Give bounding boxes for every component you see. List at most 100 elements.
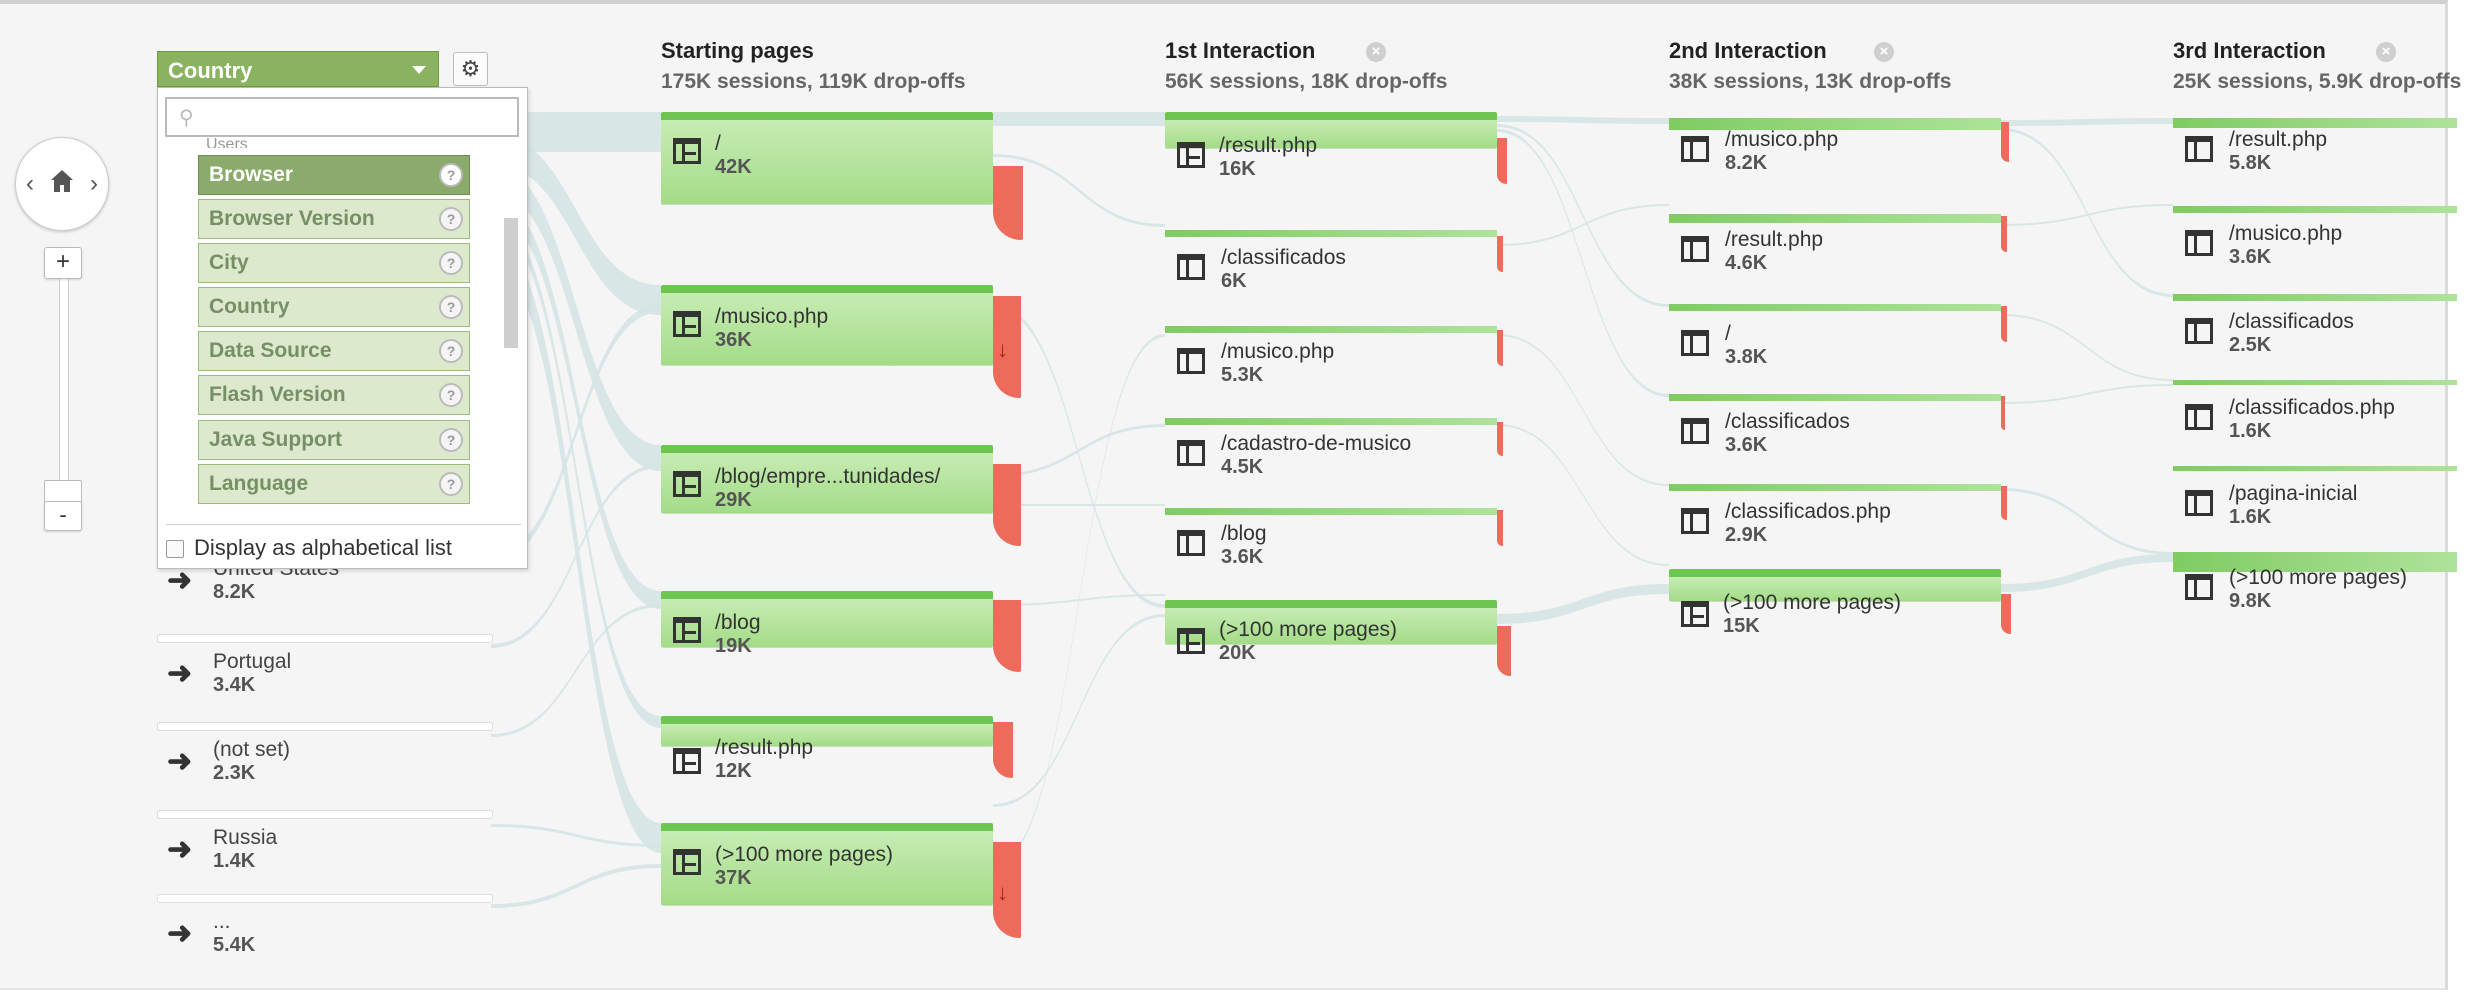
country-node[interactable]: ➜ (not set) 2.3K xyxy=(157,722,493,784)
page-icon xyxy=(673,311,701,337)
dropoff-bar[interactable] xyxy=(1497,422,1503,456)
interaction3-node[interactable]: (>100 more pages) 9.8K xyxy=(2173,552,2457,616)
country-node[interactable]: ➜ Portugal 3.4K xyxy=(157,634,493,696)
node-bar xyxy=(1669,118,2001,130)
page-icon xyxy=(1681,330,1709,356)
country-node[interactable]: ➜ ... 5.4K xyxy=(157,894,493,956)
dropoff-bar[interactable] xyxy=(993,464,1021,546)
option-browser-version[interactable]: Browser Version? xyxy=(198,199,470,239)
country-node[interactable]: ➜ Russia 1.4K xyxy=(157,810,493,872)
country-bar xyxy=(157,810,493,819)
interaction2-node[interactable]: / 3.8K xyxy=(1669,304,2001,372)
dimension-select[interactable]: Country xyxy=(157,51,439,87)
country-bar xyxy=(157,634,493,643)
option-city[interactable]: City? xyxy=(198,243,470,283)
help-icon[interactable]: ? xyxy=(439,428,463,452)
zoom-slider-handle[interactable] xyxy=(44,480,82,504)
zoom-out-button[interactable]: - xyxy=(44,501,82,531)
start-node[interactable]: /blog 19K xyxy=(661,591,993,657)
node-value: 15K xyxy=(1723,615,1760,637)
option-country[interactable]: Country? xyxy=(198,287,470,327)
close-icon[interactable]: × xyxy=(2376,42,2396,62)
option-language[interactable]: Language? xyxy=(198,464,470,504)
zoom-slider-track[interactable] xyxy=(59,276,69,498)
dropoff-bar[interactable] xyxy=(2001,216,2007,252)
interaction3-node[interactable]: /pagina-inicial 1.6K xyxy=(2173,466,2457,532)
node-label: (>100 more pages) xyxy=(1723,591,1902,614)
dropoff-bar[interactable] xyxy=(2001,122,2009,162)
dropoff-bar[interactable] xyxy=(2001,306,2007,342)
interaction2-node[interactable]: /result.php 4.6K xyxy=(1669,214,2001,278)
dropoff-bar[interactable] xyxy=(993,722,1013,778)
interaction3-node[interactable]: /classificados.php 1.6K xyxy=(2173,380,2457,446)
option-java-support[interactable]: Java Support? xyxy=(198,420,470,460)
dropoff-bar[interactable] xyxy=(1497,330,1503,366)
help-icon[interactable]: ? xyxy=(439,472,463,496)
help-icon[interactable]: ? xyxy=(439,207,463,231)
start-node[interactable]: /result.php 12K xyxy=(661,716,993,782)
close-icon[interactable]: × xyxy=(1366,42,1386,62)
dropoff-bar[interactable] xyxy=(2001,396,2005,430)
flow-ribbon xyxy=(1497,124,1669,307)
interaction1-node[interactable]: (>100 more pages) 20K xyxy=(1165,600,1497,664)
pan-control[interactable]: ‹ › xyxy=(15,137,109,231)
divider xyxy=(166,524,521,525)
start-node[interactable]: (>100 more pages) 37K xyxy=(661,823,993,905)
node-value: 20K xyxy=(1219,642,1256,664)
dropoff-bar[interactable] xyxy=(1497,138,1507,184)
node-label: /result.php xyxy=(1219,134,1318,157)
interaction1-node[interactable]: /musico.php 5.3K xyxy=(1165,326,1497,390)
interaction1-node[interactable]: /classificados 6K xyxy=(1165,230,1497,296)
dropdown-scrollbar[interactable] xyxy=(504,218,518,348)
node-bar xyxy=(2173,294,2457,301)
pan-left-icon[interactable]: ‹ xyxy=(26,170,34,197)
interaction1-node[interactable]: /blog 3.6K xyxy=(1165,508,1497,572)
dropoff-bar[interactable] xyxy=(1497,510,1503,546)
interaction1-node[interactable]: /cadastro-de-musico 4.5K xyxy=(1165,418,1497,482)
interaction3-node[interactable]: /result.php 5.8K xyxy=(2173,118,2457,178)
option-flash-version[interactable]: Flash Version? xyxy=(198,375,470,415)
node-label: /blog xyxy=(1221,522,1267,545)
help-icon[interactable]: ? xyxy=(439,251,463,275)
help-icon[interactable]: ? xyxy=(439,339,463,363)
dropoff-bar[interactable] xyxy=(2001,594,2011,634)
pan-right-icon[interactable]: › xyxy=(90,170,98,197)
help-icon[interactable]: ? xyxy=(439,163,463,187)
country-label: Russia xyxy=(213,826,278,849)
interaction1-node[interactable]: /result.php 16K xyxy=(1165,112,1497,180)
dropoff-bar[interactable] xyxy=(993,842,1021,938)
interaction3-node[interactable]: /classificados 2.5K xyxy=(2173,294,2457,360)
country-value: 1.4K xyxy=(213,850,256,872)
interaction2-node[interactable]: /musico.php 8.2K xyxy=(1669,118,2001,178)
interaction2-node[interactable]: /classificados 3.6K xyxy=(1669,394,2001,460)
dropoff-bar[interactable] xyxy=(993,600,1021,672)
node-label: /musico.php xyxy=(1221,340,1335,363)
dropoff-bar[interactable] xyxy=(1497,626,1511,676)
interaction3-node[interactable]: /musico.php 3.6K xyxy=(2173,206,2457,272)
node-value: 3.6K xyxy=(1725,434,1768,456)
start-node[interactable]: /musico.php 36K xyxy=(661,285,993,365)
help-icon[interactable]: ? xyxy=(439,383,463,407)
option-list-cut: Users xyxy=(206,136,248,148)
interaction2-node[interactable]: (>100 more pages) 15K xyxy=(1669,569,2001,637)
alphabetical-toggle[interactable]: Display as alphabetical list xyxy=(166,535,452,561)
dropoff-bar[interactable] xyxy=(993,296,1021,398)
dropoff-bar[interactable] xyxy=(993,166,1023,240)
start-node[interactable]: /blog/empre...tunidades/ 29K xyxy=(661,445,993,513)
search-input[interactable]: ⚲ xyxy=(165,97,519,137)
home-icon[interactable] xyxy=(49,168,75,194)
zoom-in-button[interactable]: + xyxy=(44,247,82,279)
column-title: 2nd Interaction xyxy=(1669,38,1827,63)
option-data-source[interactable]: Data Source? xyxy=(198,331,470,371)
help-icon[interactable]: ? xyxy=(439,295,463,319)
page-icon xyxy=(673,617,701,643)
option-browser[interactable]: Browser? xyxy=(198,155,470,195)
interaction2-node[interactable]: /classificados.php 2.9K xyxy=(1669,484,2001,550)
gear-icon[interactable]: ⚙ xyxy=(453,52,488,86)
start-node[interactable]: / 42K xyxy=(661,112,993,204)
dropoff-bar[interactable] xyxy=(2001,486,2007,520)
close-icon[interactable]: × xyxy=(1874,42,1894,62)
option-label: Java Support xyxy=(209,428,343,451)
alphabetical-checkbox[interactable] xyxy=(166,540,184,559)
dropoff-bar[interactable] xyxy=(1497,236,1503,272)
